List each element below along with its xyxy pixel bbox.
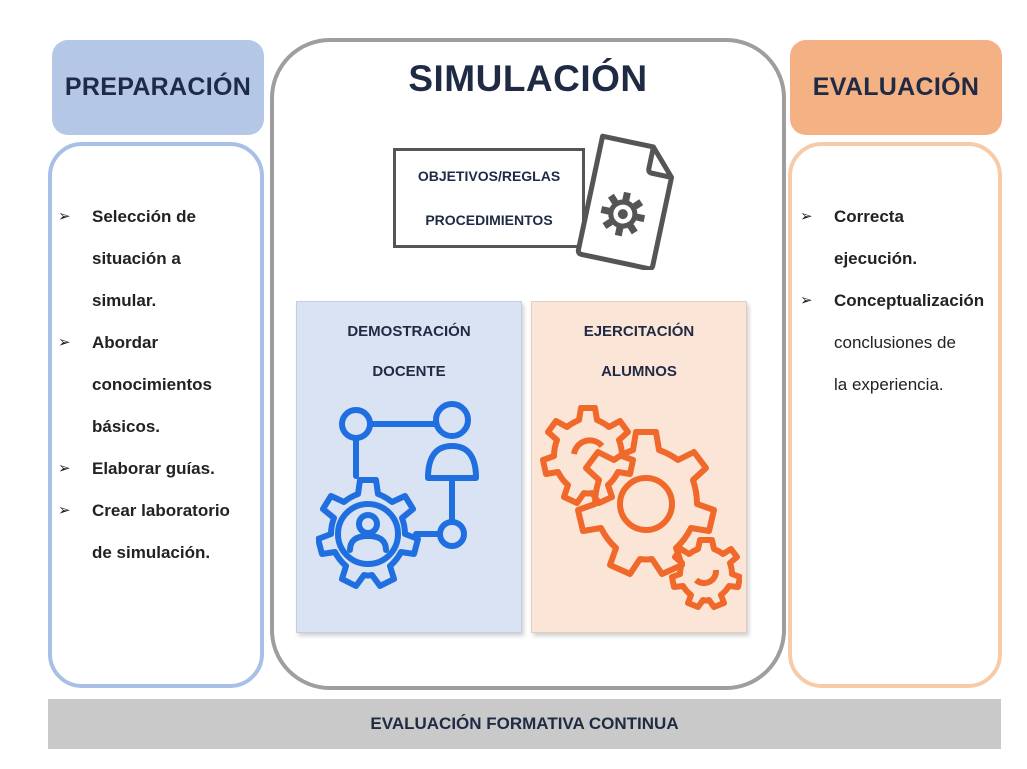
list-item-line: simular. [92, 291, 157, 310]
list-item: ➢ Selección de situación a simular. [58, 196, 258, 322]
list-item: ➢ Crear laboratorio de simulación. [58, 490, 258, 574]
list-item: ➢ Abordar conocimientos básicos. [58, 322, 258, 448]
document-gear-icon [575, 133, 675, 270]
network-gear-person-icon [316, 401, 479, 589]
list-item-line: ejecución. [834, 249, 918, 268]
ejercitacion-line2: ALUMNOS [601, 363, 677, 380]
list-item-line: Selección de [92, 207, 196, 226]
rules-box [393, 148, 585, 248]
evaluacion-line-conclusiones: conclusiones de [834, 333, 956, 352]
arrow-bullet-icon: ➢ [58, 208, 71, 225]
arrow-bullet-icon: ➢ [800, 292, 813, 309]
rules-line-objetivos: OBJETIVOS/REGLAS [417, 168, 561, 184]
list-item: ➢ Correcta ejecución. [800, 196, 1000, 280]
list-item-line: de simulación. [92, 543, 211, 562]
list-item-line: conocimientos [92, 375, 212, 394]
list-item: ➢ Elaborar guías. [58, 448, 258, 490]
list-item-line: Crear laboratorio [92, 501, 230, 520]
list-item-line: Conceptualización [834, 291, 985, 310]
demostracion-line1: DEMOSTRACIÓN [347, 323, 471, 340]
demostracion-panel [296, 301, 522, 633]
arrow-bullet-icon: ➢ [800, 208, 813, 225]
formativa-bar: EVALUACIÓN FORMATIVA CONTINUA [48, 699, 1001, 749]
evaluacion-line-experiencia: la experiencia. [834, 375, 944, 394]
list-item-line: básicos. [92, 417, 161, 436]
evaluacion-box [788, 142, 1002, 688]
preparacion-list: ➢ Selección de situación a simular. ➢ Ab… [58, 196, 258, 574]
preparacion-title: PREPARACIÓN [64, 73, 252, 101]
ejercitacion-title: EJERCITACIÓN ALUMNOS [531, 312, 747, 392]
list-item-line: situación a [92, 249, 181, 268]
arrow-bullet-icon: ➢ [58, 502, 71, 519]
rules-text: OBJETIVOS/REGLAS PROCEDIMIENTOS [393, 154, 585, 242]
demostracion-line2: DOCENTE [372, 363, 446, 380]
evaluacion-list: ➢ Correcta ejecución. ➢ Conceptualizació… [800, 196, 1000, 406]
arrow-bullet-icon: ➢ [58, 460, 71, 477]
formativa-label: EVALUACIÓN FORMATIVA CONTINUA [370, 714, 679, 733]
arrow-bullet-icon: ➢ [58, 334, 71, 351]
list-item-line: Abordar [92, 333, 159, 352]
simulacion-title: SIMULACIÓN [408, 58, 648, 99]
list-item: ➢ Conceptualización [800, 280, 1000, 322]
demostracion-title: DEMOSTRACIÓN DOCENTE [296, 312, 522, 392]
evaluacion-title: EVALUACIÓN [812, 73, 980, 101]
preparacion-header: PREPARACIÓN [52, 40, 264, 135]
ejercitacion-line1: EJERCITACIÓN [583, 323, 695, 340]
gears-icon [540, 405, 742, 610]
preparacion-box [48, 142, 264, 688]
evaluacion-header: EVALUACIÓN [790, 40, 1002, 135]
list-item-line: Elaborar guías. [92, 459, 215, 478]
rules-line-procedimientos: PROCEDIMIENTOS [425, 212, 553, 228]
list-item-line: Correcta [834, 207, 904, 226]
